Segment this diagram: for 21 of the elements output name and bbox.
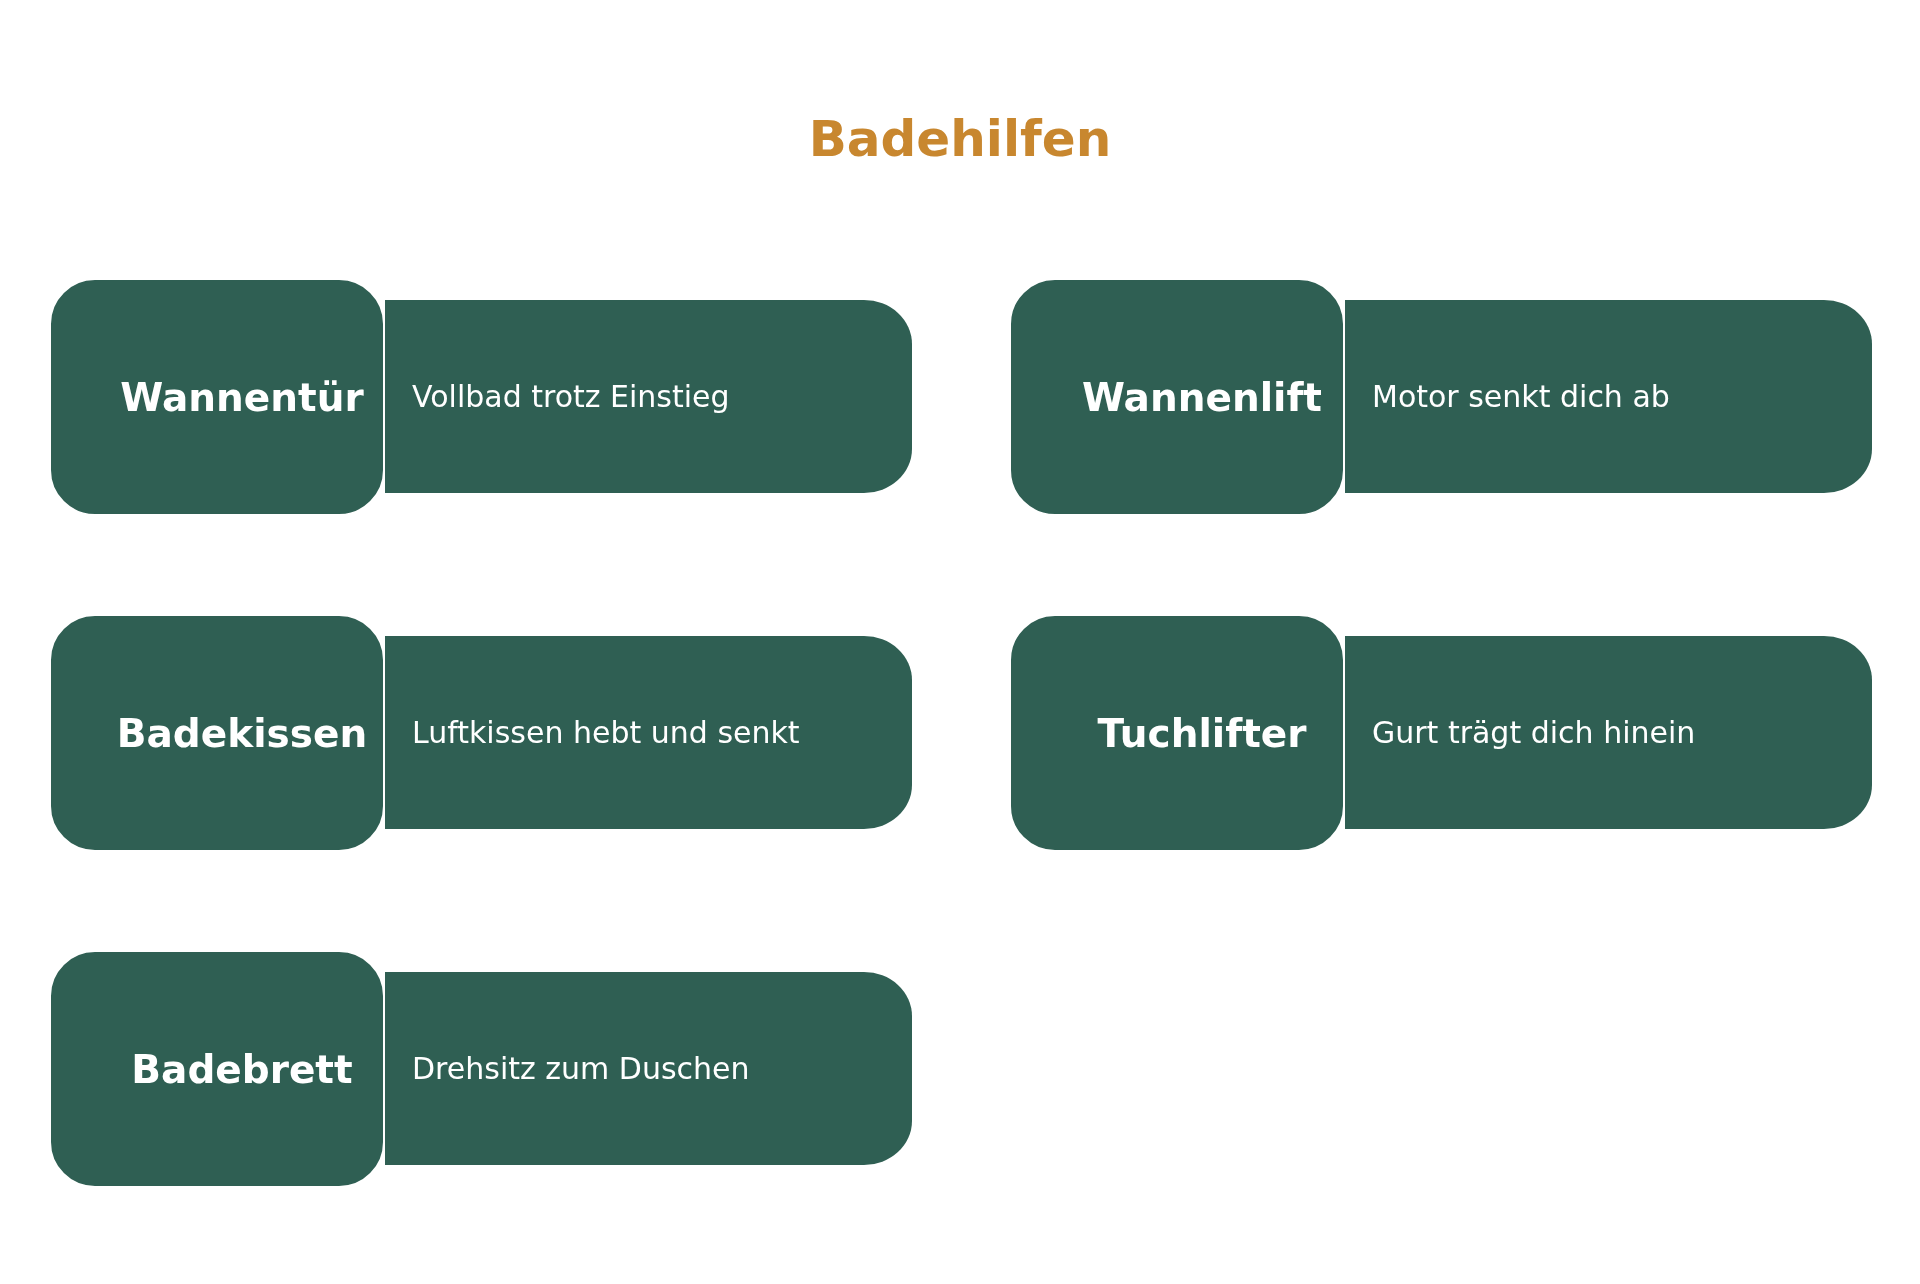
card-title: Badekissen <box>116 710 368 756</box>
description-text: Drehsitz zum Duschen <box>412 1051 750 1086</box>
card-title: Badebrett <box>131 1046 353 1092</box>
card-header <box>49 950 385 1188</box>
card-header <box>49 614 385 852</box>
card-header <box>49 278 385 516</box>
card-title: Tuchlifter <box>1097 710 1307 756</box>
description-panel <box>1345 300 1872 493</box>
description-panel <box>385 972 912 1165</box>
description-text: Gurt trägt dich hinein <box>1372 715 1696 750</box>
description-panel <box>1345 636 1872 829</box>
card-title: Wannentür <box>120 374 364 420</box>
description-text: Vollbad trotz Einstieg <box>412 379 730 414</box>
card-title: Wannenlift <box>1081 374 1322 420</box>
description-text: Luftkissen hebt und senkt <box>412 715 800 750</box>
card-header <box>1009 614 1345 852</box>
description-panel <box>385 300 912 493</box>
diagram-title: Badehilfen <box>807 110 1113 168</box>
card-header <box>1009 278 1345 516</box>
description-panel <box>385 636 912 829</box>
description-text: Motor senkt dich ab <box>1372 379 1670 414</box>
